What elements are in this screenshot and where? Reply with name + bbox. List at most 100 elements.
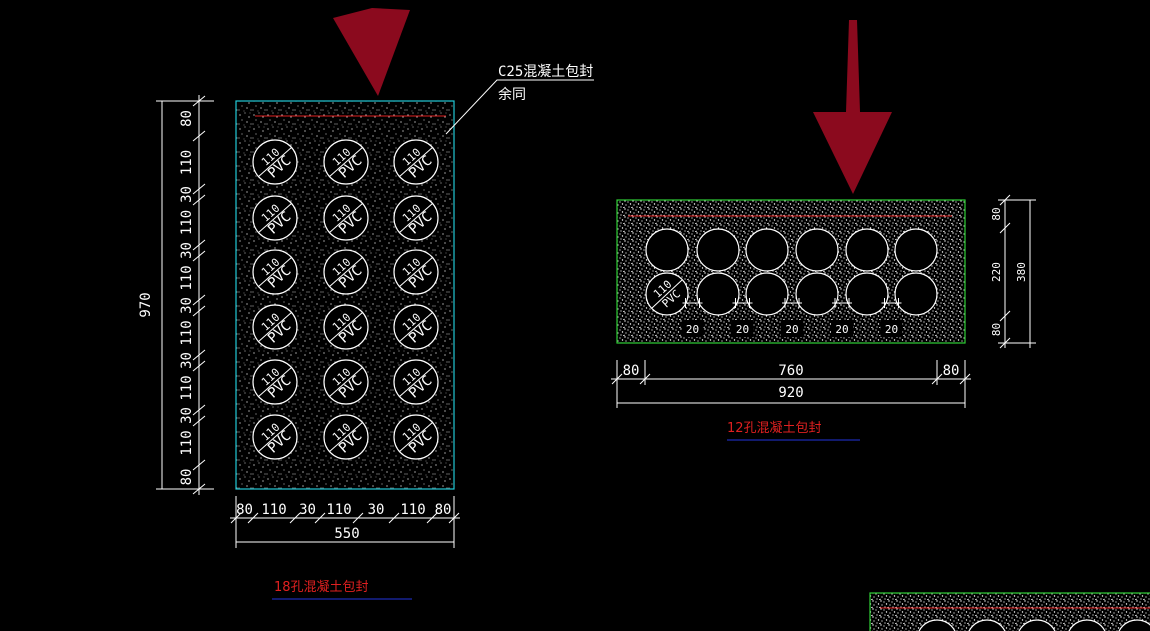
spacing-tag: 20 xyxy=(781,298,803,337)
dim-label: 110 xyxy=(326,502,351,518)
pvc-pipe xyxy=(894,272,938,316)
right-section-border xyxy=(616,199,966,344)
dim-label: 80 xyxy=(179,110,195,127)
pvc-pipe xyxy=(894,228,938,272)
dim-label: 110 xyxy=(179,210,195,235)
callout-leader xyxy=(445,79,594,135)
pvc-pipe xyxy=(696,272,740,316)
spacing-tag: 20 xyxy=(681,298,704,337)
dim-label: 110 xyxy=(179,375,195,400)
spacing-tag: 20 xyxy=(731,298,754,337)
arrow-right xyxy=(813,20,892,194)
annotation-arrows xyxy=(333,8,892,194)
dim-label: 110 xyxy=(179,150,195,175)
right-spacing-labels: 20 20 20 20 20 xyxy=(681,298,903,337)
dim-label: 30 xyxy=(299,502,316,518)
dim-label: 80 xyxy=(990,323,1003,336)
dim-label: 110 xyxy=(400,502,425,518)
spacing-label: 20 xyxy=(736,323,749,336)
callout-line-1: C25混凝土包封 xyxy=(498,64,593,80)
left-horizontal-total: 550 xyxy=(334,526,359,542)
pvc-pipe xyxy=(1018,619,1056,631)
pvc-pipe xyxy=(918,619,956,631)
pvc-pipe xyxy=(1068,619,1106,631)
spacing-label: 20 xyxy=(885,323,898,336)
pvc-pipe xyxy=(845,272,889,316)
right-section-title: 12孔混凝土包封 xyxy=(727,420,822,436)
pvc-pipe xyxy=(645,228,689,272)
left-vertical-dimensions: 80 110 30 110 30 110 30 110 30 110 30 110 80 xyxy=(156,95,214,495)
right-concrete-fill xyxy=(617,200,965,343)
dim-label: 30 xyxy=(368,502,385,518)
pvc-pipe xyxy=(968,619,1006,631)
pvc-pipe xyxy=(696,228,740,272)
left-section-border xyxy=(235,100,455,490)
spacing-tag: 20 xyxy=(880,298,903,337)
spacing-label: 20 xyxy=(835,323,848,336)
pvc-pipe xyxy=(745,228,789,272)
right-vertical-total: 380 xyxy=(1015,262,1028,282)
dim-label: 80 xyxy=(179,469,195,486)
pvc-pipe xyxy=(845,228,889,272)
spacing-label: 20 xyxy=(785,323,798,336)
pvc-pipe xyxy=(795,272,839,316)
dim-label: 110 xyxy=(179,320,195,345)
dim-label: 110 xyxy=(179,430,195,455)
pvc-pipe xyxy=(795,228,839,272)
partial-section-border xyxy=(869,592,1150,631)
dim-label: 80 xyxy=(990,207,1003,220)
dim-label: 30 xyxy=(179,297,195,314)
pvc-pipe xyxy=(745,272,789,316)
spacing-label: 20 xyxy=(686,323,699,336)
left-section-title: 18孔混凝土包封 xyxy=(274,579,369,595)
dim-label: 110 xyxy=(179,265,195,290)
dim-label: 30 xyxy=(179,407,195,424)
callout-line-2: 余同 xyxy=(498,86,526,103)
dim-label: 220 xyxy=(990,262,1003,282)
dim-label: 110 xyxy=(261,502,286,518)
arrow-left xyxy=(333,8,410,96)
dim-label: 80 xyxy=(943,363,960,379)
dim-label: 80 xyxy=(623,363,640,379)
pvc-pipe xyxy=(1118,619,1150,631)
dim-label: 760 xyxy=(778,363,803,379)
partial-pipe-row xyxy=(918,619,1150,631)
dim-label: 80 xyxy=(236,502,253,518)
left-vertical-total: 970 xyxy=(138,292,154,317)
left-horizontal-dimensions: 80 110 30 110 30 110 80 xyxy=(230,496,460,548)
dim-label: 30 xyxy=(179,186,195,203)
dim-label: 30 xyxy=(179,242,195,259)
dim-label: 30 xyxy=(179,352,195,369)
spacing-tag: 20 xyxy=(831,298,853,337)
right-horizontal-dimensions: 80 760 80 xyxy=(611,360,971,408)
right-vertical-dimensions: 80 220 80 xyxy=(990,194,1036,349)
right-horizontal-total: 920 xyxy=(778,385,803,401)
partial-concrete-fill xyxy=(870,593,1150,631)
dim-label: 80 xyxy=(435,502,452,518)
partial-section-bottom-right xyxy=(869,592,1150,631)
